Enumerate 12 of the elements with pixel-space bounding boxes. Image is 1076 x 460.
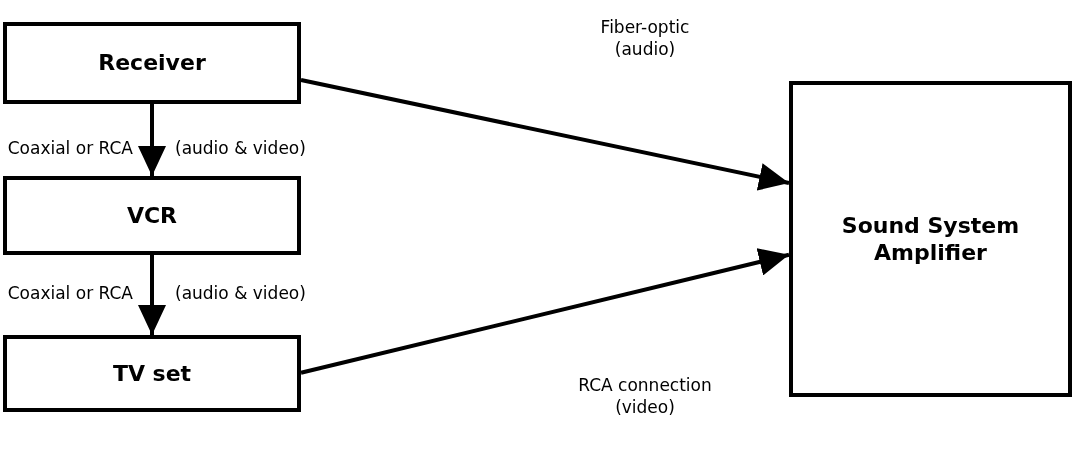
- device-name: VCR: [126, 201, 178, 230]
- device-box: [3, 176, 301, 255]
- device-name: Sound System Amplifier: [840, 211, 1021, 267]
- device-name: TV set: [112, 359, 192, 388]
- arrow: [138, 104, 166, 176]
- device-box: [3, 335, 301, 412]
- device-name: Receiver: [98, 49, 206, 77]
- arrow: [300, 248, 790, 375]
- arrow: [138, 255, 166, 335]
- device-box: [789, 81, 1072, 397]
- arrow: [300, 78, 790, 191]
- device-box: [3, 22, 301, 104]
